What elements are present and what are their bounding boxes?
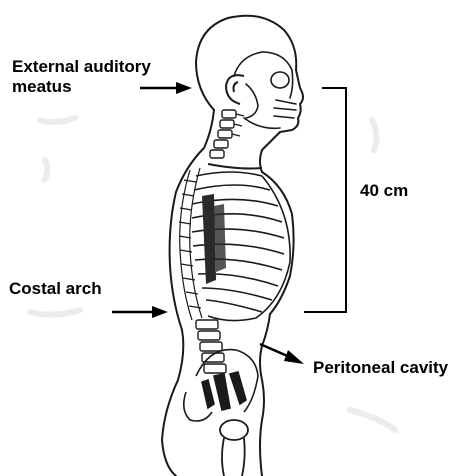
label-external-auditory-meatus: External auditory meatus — [12, 57, 151, 97]
label-external-auditory-meatus-line1: External auditory — [12, 57, 151, 77]
arrow-peritoneal-cavity — [260, 344, 304, 364]
arrow-costal-arch — [112, 306, 168, 318]
skull — [234, 52, 296, 128]
clavicle — [208, 164, 262, 169]
ear — [226, 75, 244, 104]
lumbar-spine — [196, 320, 226, 373]
label-costal-arch: Costal arch — [9, 279, 102, 299]
label-distance: 40 cm — [360, 181, 408, 201]
label-external-auditory-meatus-line2: meatus — [12, 77, 151, 97]
cervical-spine — [210, 110, 244, 158]
pelvis — [184, 350, 258, 421]
thoracic-spine — [179, 168, 202, 320]
femur — [220, 420, 248, 476]
rib-shading — [202, 194, 226, 284]
label-peritoneal-cavity: Peritoneal cavity — [313, 358, 448, 378]
distance-bracket — [304, 88, 346, 312]
